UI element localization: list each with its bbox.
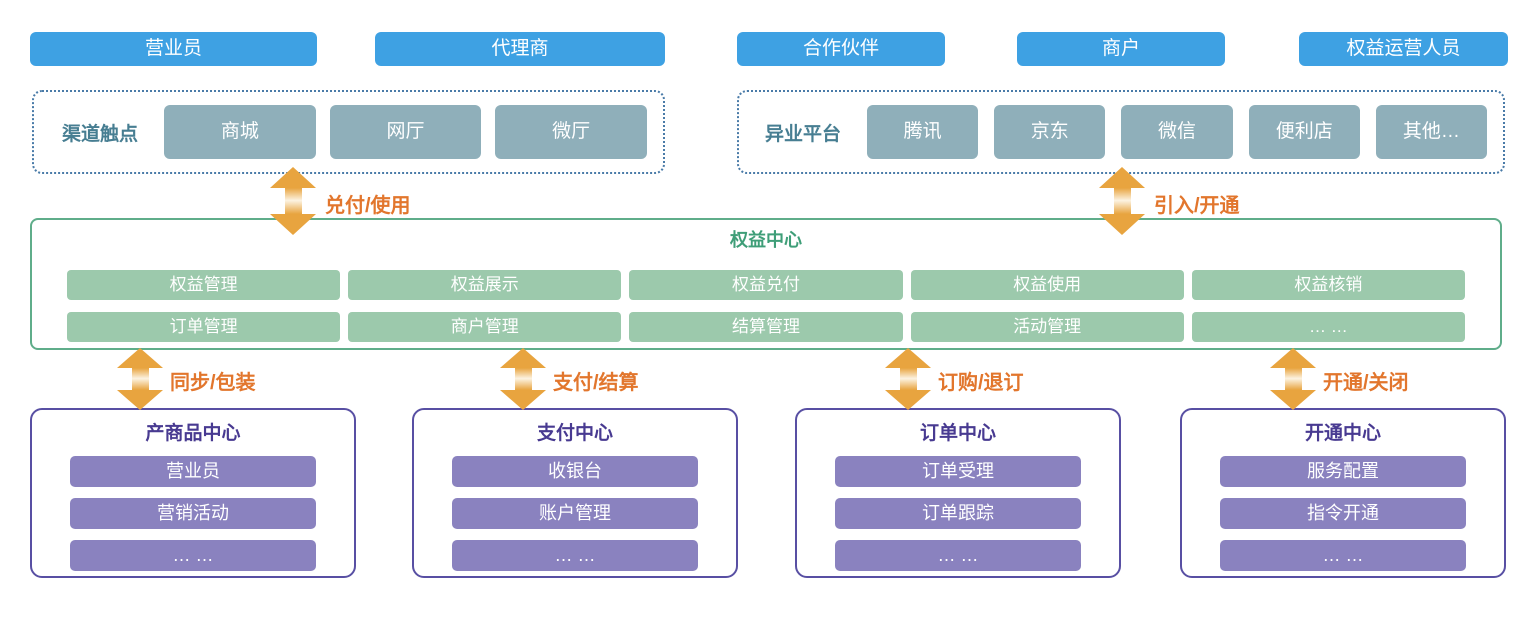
payment-center-item-account: 账户管理 [452,498,698,529]
channel-item-mall: 商城 [164,105,316,159]
capability-rights-redemption: 权益兑付 [629,270,903,300]
activation-center-item-ellipsis: … … [1220,540,1466,571]
sync-package-arrow-icon [117,348,163,410]
channel-item-wechat-hall: 微厅 [495,105,648,159]
product-center-item-marketing: 营销活动 [70,498,316,529]
cross-industry-platform-group: 异业平台 腾讯 京东 微信 便利店 其他… [737,90,1505,174]
capability-rights-verification: 权益核销 [1191,270,1465,300]
order-center-item-ellipsis: … … [835,540,1081,571]
rights-center-title: 权益中心 [730,230,802,250]
payment-center-item-ellipsis: … … [452,540,698,571]
activation-center-item-command-activate: 指令开通 [1220,498,1466,529]
channel-item-webhall: 网厅 [329,105,482,159]
channel-touchpoints-group: 渠道触点 商城 网厅 微厅 [32,90,665,174]
capability-order-management: 订单管理 [67,312,341,342]
subscribe-unsubscribe-arrow-icon [885,348,931,410]
capability-rights-display: 权益展示 [348,270,622,300]
rights-center-box: 权益中心 权益管理 权益展示 权益兑付 权益使用 权益核销 订单管理 商户管理 … [30,218,1502,350]
actor-merchant: 商户 [1017,32,1225,66]
platform-group-label: 异业平台 [764,123,841,145]
sync-package-arrow-label: 同步/包装 [170,372,256,394]
order-center-title: 订单中心 [919,423,996,444]
import-activate-arrow-label: 引入/开通 [1154,195,1240,217]
platform-item-jd: 京东 [994,105,1106,159]
open-close-arrow-label: 开通/关闭 [1323,372,1409,394]
payment-center-item-cashier: 收银台 [452,456,698,487]
import-activate-arrow-icon [1099,167,1145,235]
product-center-title: 产商品中心 [145,423,241,444]
pay-settle-arrow-icon [500,348,546,410]
order-center-box: 订单中心 订单受理 订单跟踪 … … [795,408,1121,578]
channel-group-label: 渠道触点 [61,123,138,145]
platform-item-convenience: 便利店 [1248,105,1360,159]
platform-item-wechat: 微信 [1121,105,1233,159]
actor-rights-operator: 权益运营人员 [1299,32,1508,66]
product-center-item-salesperson: 营业员 [70,456,316,487]
capability-merchant-management: 商户管理 [348,312,622,342]
capability-activity-management: 活动管理 [910,312,1184,342]
redeem-use-arrow-label: 兑付/使用 [325,195,411,217]
payment-center-box: 支付中心 收银台 账户管理 … … [412,408,738,578]
open-close-arrow-icon [1270,348,1316,410]
activation-center-box: 开通中心 服务配置 指令开通 … … [1180,408,1506,578]
order-center-item-tracking: 订单跟踪 [835,498,1081,529]
capability-more-ellipsis: … … [1191,312,1465,342]
capability-rights-usage: 权益使用 [910,270,1184,300]
activation-center-title: 开通中心 [1304,423,1381,444]
capability-settlement-management: 结算管理 [629,312,903,342]
activation-center-item-service-config: 服务配置 [1220,456,1466,487]
order-center-item-acceptance: 订单受理 [835,456,1081,487]
pay-settle-arrow-label: 支付/结算 [553,372,639,394]
platform-item-other: 其他… [1375,105,1488,159]
redeem-use-arrow-icon [270,167,316,235]
product-center-item-ellipsis: … … [70,540,316,571]
actor-agent: 代理商 [375,32,665,66]
actor-salesperson: 营业员 [30,32,317,66]
actor-partner: 合作伙伴 [737,32,945,66]
product-center-box: 产商品中心 营业员 营销活动 … … [30,408,356,578]
platform-item-tencent: 腾讯 [867,105,979,159]
capability-rights-management: 权益管理 [67,270,341,300]
subscribe-unsubscribe-arrow-label: 订购/退订 [938,372,1024,394]
payment-center-title: 支付中心 [536,423,613,444]
rights-center-grid: 权益管理 权益展示 权益兑付 权益使用 权益核销 订单管理 商户管理 结算管理 … [67,270,1465,342]
